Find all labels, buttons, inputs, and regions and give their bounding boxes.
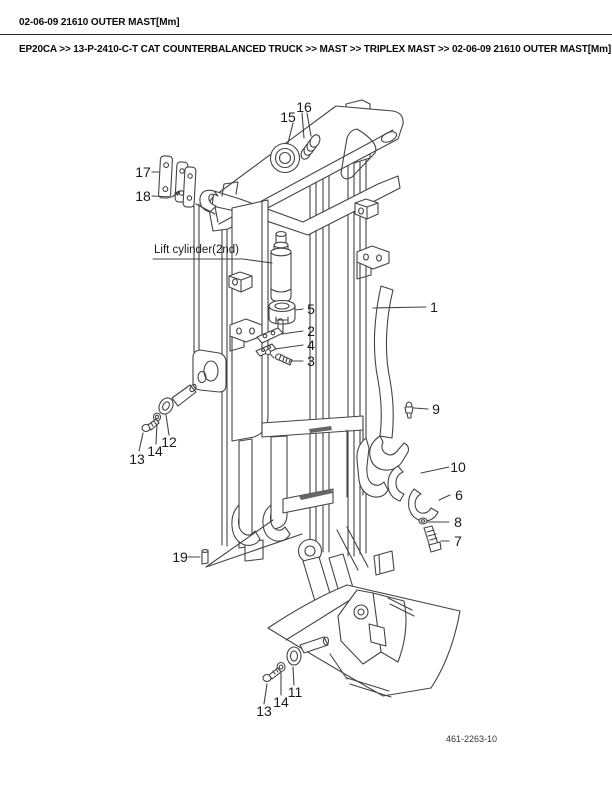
breadcrumb: EP20CA >> 13-P-2410-C-T CAT COUNTERBALAN…	[19, 44, 612, 55]
title-divider	[0, 34, 612, 36]
page-title: 02-06-09 21610 OUTER MAST[Mm]	[19, 17, 180, 28]
lift-cylinder-label: Lift cylinder(2nd)	[154, 244, 240, 256]
drawing-number: 461-2263-10	[446, 734, 498, 744]
